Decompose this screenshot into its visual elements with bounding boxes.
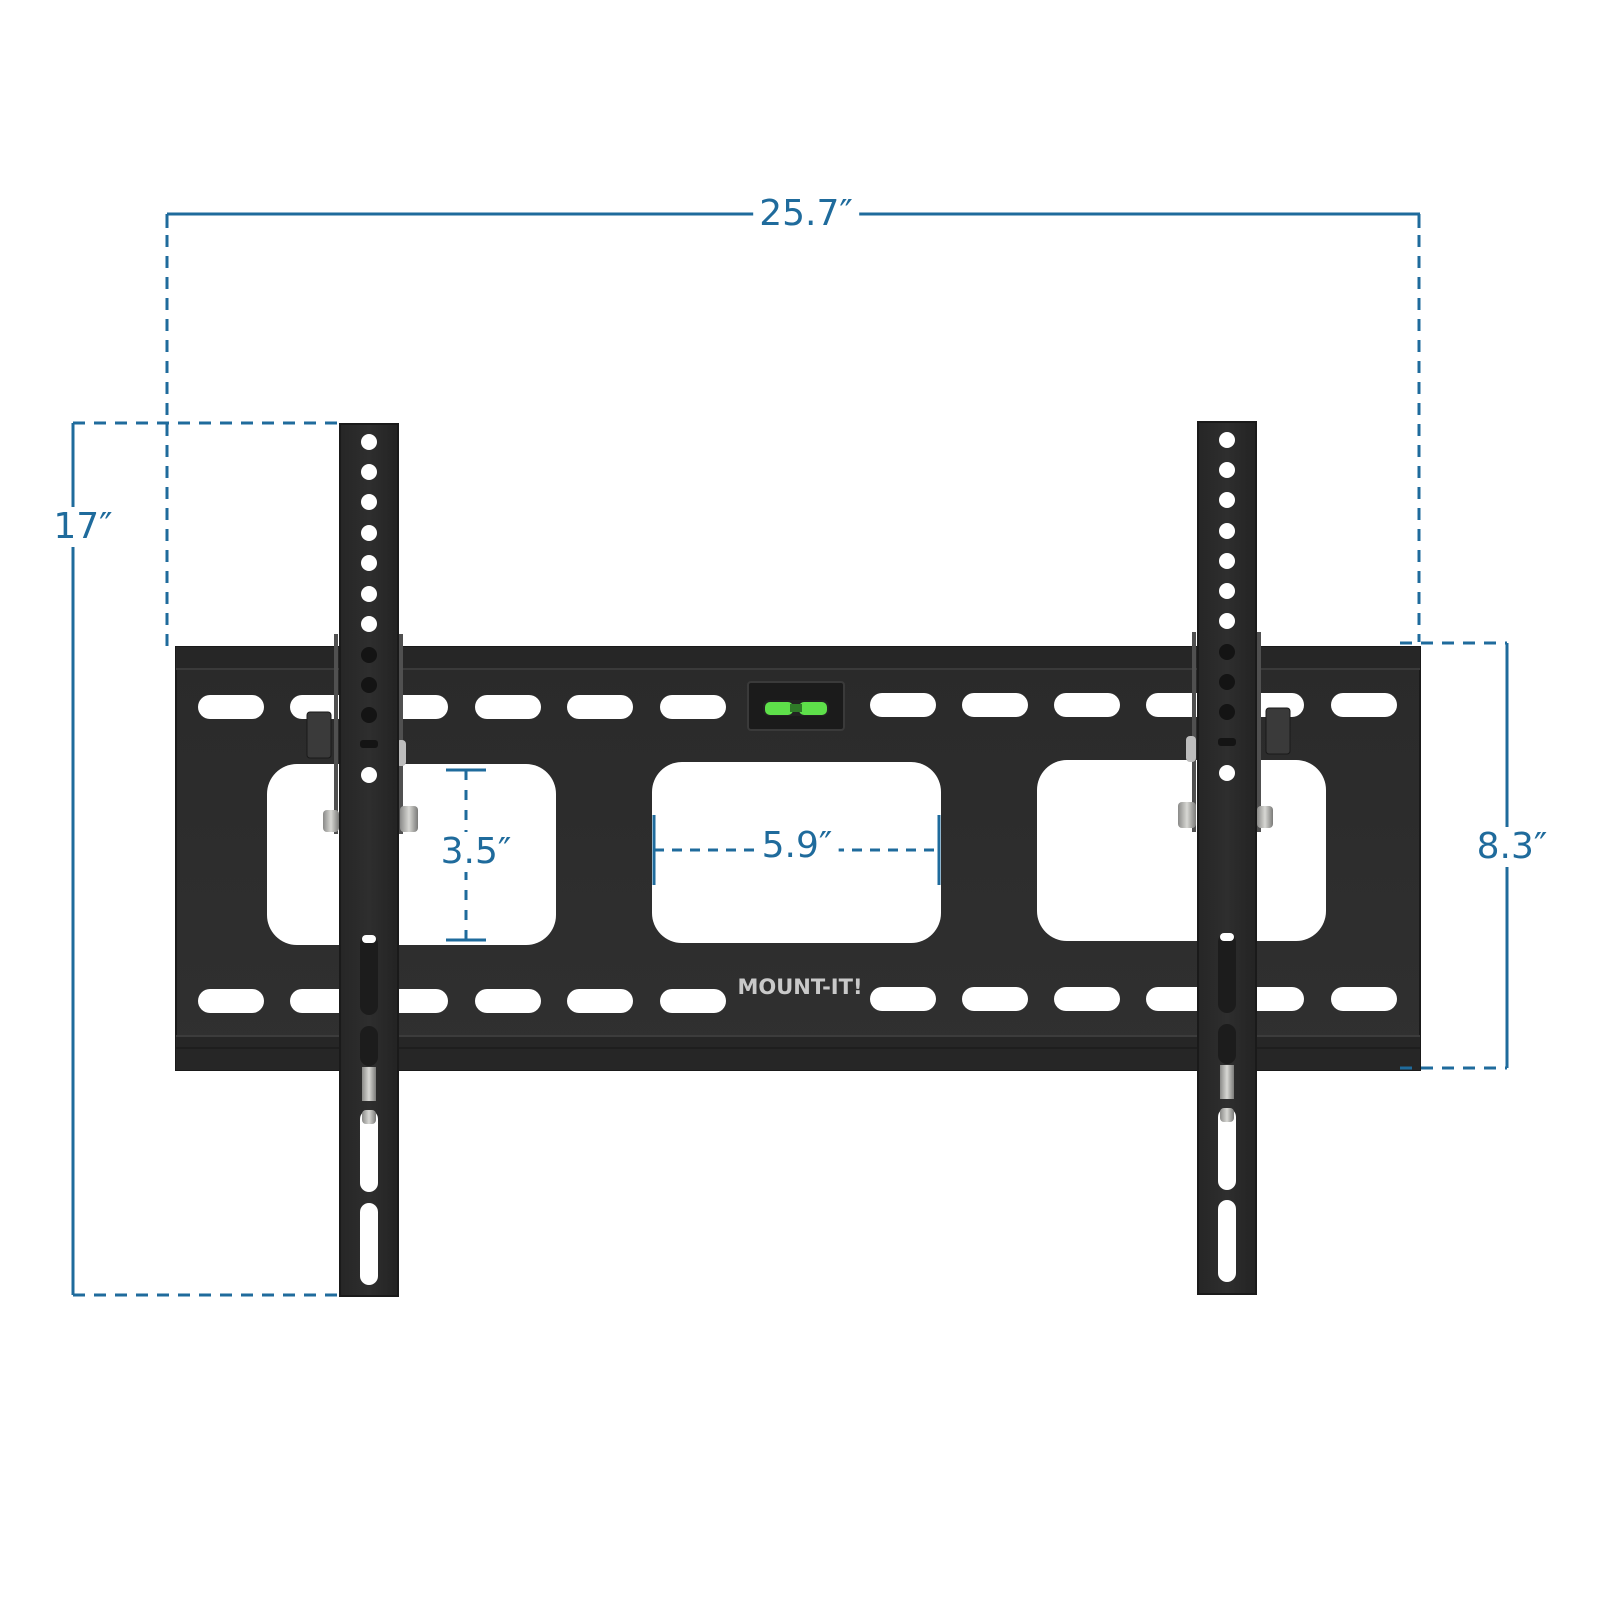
brand-logo: MOUNT-IT! (737, 975, 863, 999)
overall-height-label: 17″ (47, 507, 119, 547)
cutout-width-label: 5.9″ (755, 826, 839, 866)
upper-mounting-slots (198, 693, 1397, 719)
overall-width-label: 25.7″ (753, 194, 859, 234)
right-vertical-arm (1178, 421, 1291, 1295)
left-vertical-arm (306, 423, 418, 1297)
cutout-height-label: 3.5″ (434, 832, 518, 872)
bubble-level-icon (747, 681, 845, 731)
lower-mounting-slots (198, 987, 1397, 1013)
plate-height-label: 8.3″ (1470, 827, 1554, 867)
